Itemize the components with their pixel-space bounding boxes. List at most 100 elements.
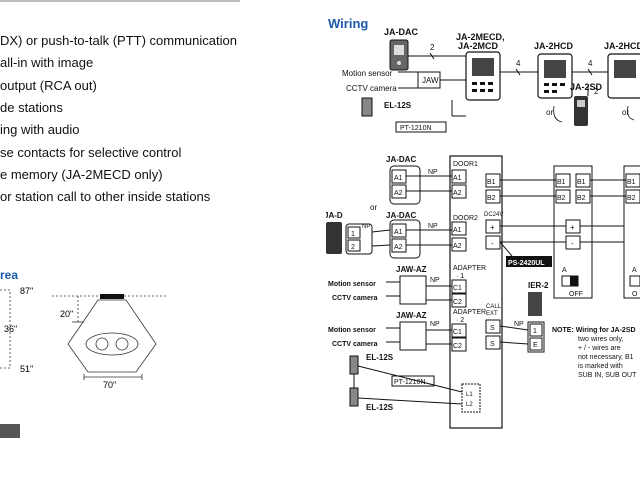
terminal-a2: A2 — [394, 190, 403, 197]
label-adapter1: ADAPTER — [453, 265, 486, 272]
label-adapter1-num: · 1 — [456, 273, 464, 280]
label-motion-sensor: Motion sensor — [328, 327, 376, 334]
terminal-b1: B1 — [557, 179, 566, 186]
feature-item: se contacts for selective control — [0, 145, 182, 160]
label-el-12s-2: EL-12S — [366, 403, 394, 412]
terminal-a2: A2 — [453, 190, 462, 197]
dim-70: 70" — [103, 380, 116, 390]
terminal-s: S — [490, 325, 495, 332]
note-line: + / - wires are — [578, 345, 621, 352]
terminal-b1: B1 — [577, 179, 586, 186]
label-ja-2mcd: JA-2MCD — [458, 41, 499, 51]
label-el-12s: EL-12S — [384, 101, 412, 110]
label-ja-2sd: JA-2SD — [570, 82, 603, 92]
terminal-c1: C1 — [453, 285, 462, 292]
wire-count: 4 — [588, 59, 593, 68]
coverage-area-diagram: 87" 20" 36" 70" 51" — [0, 286, 168, 390]
el-12s-device — [349, 355, 359, 375]
label-pt-1210n: PT-1210N — [400, 125, 432, 132]
label-motion-sensor: Motion sensor — [342, 69, 393, 78]
switch-label: A — [632, 267, 637, 274]
terminal-l1: L1 — [466, 392, 473, 398]
terminal-b2: B2 — [487, 195, 496, 202]
note-line: two wires only, — [578, 336, 623, 343]
label-adapter2-num: · 2 — [456, 317, 464, 324]
terminal-plus: + — [490, 223, 495, 232]
label-el-12s-1: EL-12S — [366, 353, 394, 362]
el-12s-device — [361, 97, 373, 117]
label-cctv-camera: CCTV camera — [332, 295, 378, 302]
ier-2-device — [528, 292, 542, 316]
label-ja-dac-1: JA-DAC — [386, 155, 416, 164]
area-title: rea — [0, 268, 19, 282]
switch-off-label: OFF — [569, 291, 583, 298]
terminal-a2: A2 — [453, 243, 462, 250]
or-label: or — [622, 108, 629, 117]
terminal-c2: C2 — [453, 299, 462, 306]
label-pt-1210n: PT-1210N — [394, 379, 426, 386]
terminal-b2: B2 — [557, 195, 566, 202]
label-dc24v: DC24V — [484, 212, 503, 218]
terminal-c1: C1 — [453, 329, 462, 336]
terminal-1: 1 — [351, 231, 355, 238]
feature-item: DX) or push-to-talk (PTT) communication — [0, 33, 237, 48]
label-ja-dac: JA-DAC — [384, 27, 419, 37]
el-12s-device — [349, 387, 359, 407]
terminal-b2: B2 — [577, 195, 586, 202]
label-ja-2hcd-1: JA-2HCD — [534, 41, 574, 51]
pt-1210n-box — [391, 375, 435, 387]
pt-1210n-box — [395, 121, 447, 133]
terminal-s: S — [490, 341, 495, 348]
label-adapter2: ADAPTER — [453, 309, 486, 316]
terminal-a1: A1 — [453, 175, 462, 182]
feature-item: or station call to other inside stations — [0, 189, 211, 204]
top-rule — [0, 0, 240, 2]
label-door1: DOOR1 — [453, 161, 478, 168]
feature-item: ing with audio — [0, 122, 80, 137]
label-np: NP — [514, 321, 524, 328]
note-line: not necessary, B1 — [578, 354, 634, 361]
terminal-minus: - — [491, 239, 494, 248]
label-ja-dac-2: JA-DAC — [386, 211, 416, 220]
label-motion-sensor: Motion sensor — [328, 281, 376, 288]
ps-2420ul-box — [506, 256, 552, 267]
note-line: is marked with — [578, 363, 623, 370]
label-call: CALL — [486, 304, 502, 310]
switch-label: A — [562, 267, 567, 274]
dim-51: 51" — [20, 364, 33, 374]
label-cctv-camera: CCTV camera — [332, 341, 378, 348]
label-np: NP — [430, 321, 440, 328]
terminal-a2: A2 — [394, 244, 403, 251]
terminal-l2: L2 — [466, 402, 473, 408]
terminal-plus: + — [570, 223, 575, 232]
label-door2: DOOR2 — [453, 215, 478, 222]
dim-87: 87" — [20, 286, 33, 296]
label-np: NP — [362, 224, 370, 230]
label-jaw-az-1: JAW-AZ — [396, 265, 427, 274]
terminal-a1: A1 — [394, 175, 403, 182]
wire-count: 2 — [430, 43, 435, 52]
wire-count: 2 — [594, 87, 599, 96]
feature-item: output (RCA out) — [0, 78, 97, 93]
jaw-az-box-1 — [399, 275, 427, 305]
or-label: or — [370, 203, 377, 212]
label-np: NP — [430, 277, 440, 284]
label-ja-2mecd: JA-2MECD, — [456, 32, 505, 42]
label-ja-d: JA-D — [326, 211, 343, 220]
wiring-diagram: JA-DAC JA-2MECD, JA-2MCD JA-2HCD JA-2HCD… — [326, 27, 640, 429]
or-label: or — [546, 108, 553, 117]
bottom-bar — [0, 424, 20, 438]
label-ja-2hcd-2: JA-2HCD — [604, 41, 640, 51]
wire-count: 4 — [516, 59, 521, 68]
terminal-minus: - — [571, 239, 574, 248]
terminal-c2: C2 — [453, 343, 462, 350]
jaw-az-box-2 — [399, 321, 427, 351]
switch-off-label: O — [632, 291, 638, 298]
terminal-b1: B1 — [487, 179, 496, 186]
feature-item: e memory (JA-2MECD only) — [0, 167, 163, 182]
label-jaw: JAW — [422, 76, 439, 85]
terminal-a1: A1 — [394, 229, 403, 236]
label-jaw-az-2: JAW-AZ — [396, 311, 427, 320]
dim-20: 20" — [60, 309, 73, 319]
label-ier-2: IER-2 — [528, 281, 549, 290]
